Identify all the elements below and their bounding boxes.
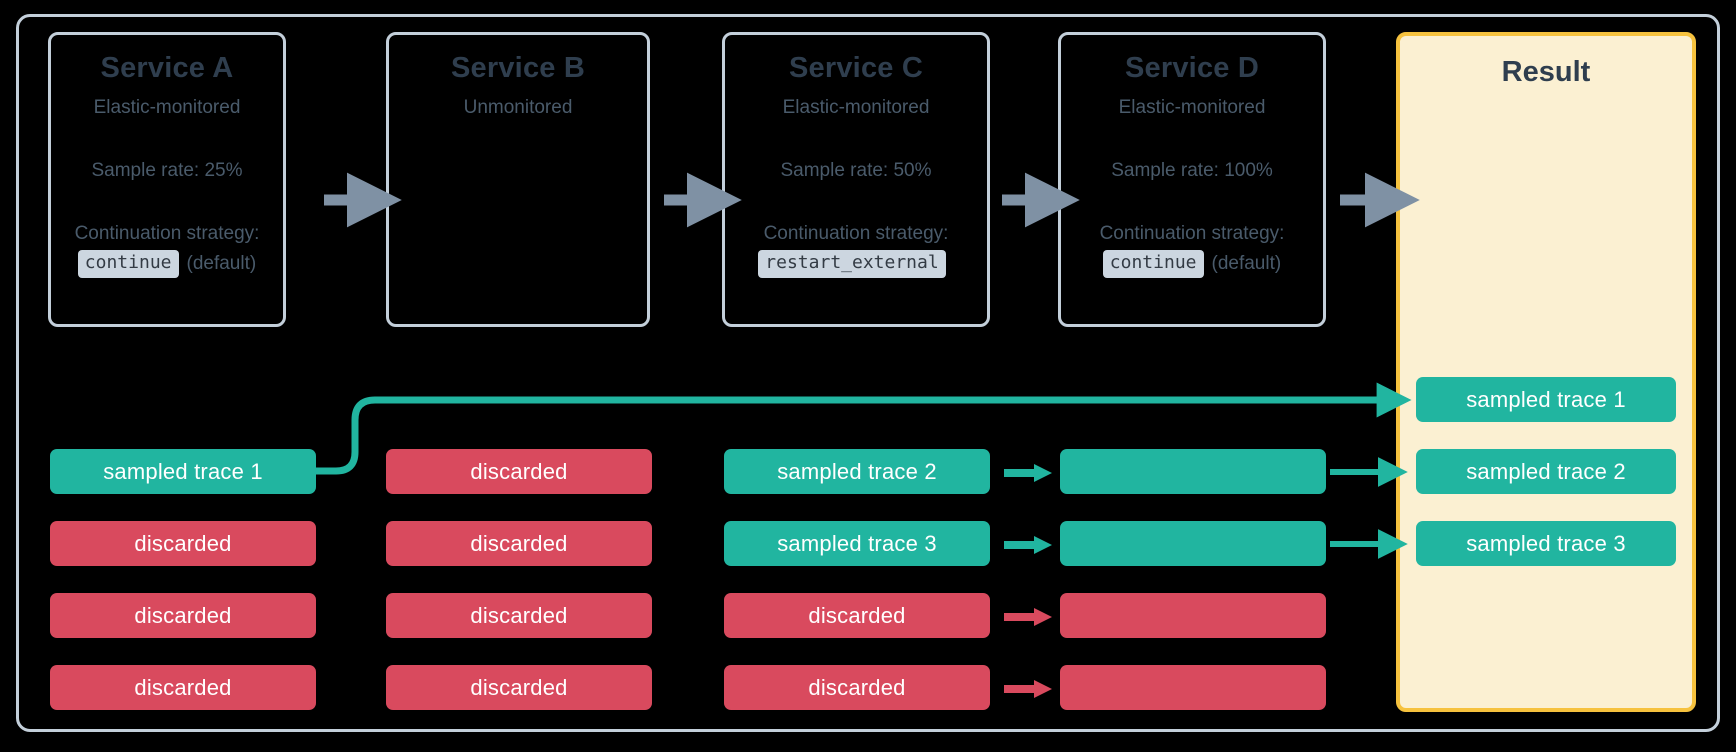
service-card-c: Service C Elastic-monitored Sample rate:…	[722, 32, 990, 327]
arrow-c-to-d-row1	[1004, 464, 1052, 482]
trace-pill-label: discarded	[470, 458, 568, 484]
trace-pill-label: sampled trace 2	[1466, 458, 1626, 484]
service-a-sample-rate: Sample rate: 25%	[91, 159, 243, 181]
trace-pill-label: discarded	[470, 530, 568, 556]
trace-pill-c-4: discarded	[724, 665, 990, 710]
service-d-strategy-chip: continue	[1102, 250, 1204, 278]
arrow-c-to-d-row3	[1004, 608, 1052, 626]
service-a-strategy-row: continue (default)	[51, 250, 283, 278]
trace-pill-label: discarded	[808, 674, 906, 700]
service-a-strategy-chip: continue	[77, 250, 179, 278]
arrow-c-to-d-row2	[1004, 536, 1052, 554]
trace-pill-label: sampled trace 2	[777, 458, 937, 484]
trace-pill-label: sampled trace 1	[1466, 386, 1626, 412]
arrow-c-to-d-row4	[1004, 680, 1052, 698]
diagram-frame	[16, 14, 1720, 732]
service-card-a: Service A Elastic-monitored Sample rate:…	[48, 32, 286, 327]
service-d-strategy-row: continue (default)	[1061, 250, 1323, 278]
trace-pill-b-4: discarded	[386, 665, 652, 710]
trace-pill-label: discarded	[134, 602, 232, 628]
service-a-title: Service A	[100, 52, 234, 84]
result-pill-1: sampled trace 1	[1416, 377, 1676, 422]
trace-pill-label: sampled trace 3	[1466, 530, 1626, 556]
trace-pill-a-4: discarded	[50, 665, 316, 710]
trace-pill-a-3: discarded	[50, 593, 316, 638]
service-a-monitoring: Elastic-monitored	[93, 96, 241, 118]
service-d-title: Service D	[1125, 52, 1259, 84]
result-pill-3: sampled trace 3	[1416, 521, 1676, 566]
trace-pill-a-1: sampled trace 1	[50, 449, 316, 494]
trace-pill-d-2	[1060, 521, 1326, 566]
trace-pill-b-2: discarded	[386, 521, 652, 566]
trace-pill-label: discarded	[134, 530, 232, 556]
service-card-b: Service B Unmonitored	[386, 32, 650, 327]
trace-pill-b-1: discarded	[386, 449, 652, 494]
trace-pill-d-4	[1060, 665, 1326, 710]
trace-pill-c-3: discarded	[724, 593, 990, 638]
trace-pill-c-1: sampled trace 2	[724, 449, 990, 494]
trace-pill-c-2: sampled trace 3	[724, 521, 990, 566]
trace-pill-label: sampled trace 1	[103, 458, 263, 484]
trace-pill-label: sampled trace 3	[777, 530, 937, 556]
trace-pill-d-1	[1060, 449, 1326, 494]
result-panel: Result	[1396, 32, 1696, 712]
trace-pill-label: discarded	[470, 674, 568, 700]
service-d-continuation-label: Continuation strategy:	[1099, 222, 1285, 244]
trace-pill-label: discarded	[808, 602, 906, 628]
service-b-monitoring: Unmonitored	[463, 96, 573, 118]
service-c-monitoring: Elastic-monitored	[782, 96, 930, 118]
trace-pill-b-3: discarded	[386, 593, 652, 638]
service-a-strategy-note: (default)	[186, 252, 257, 274]
trace-pill-label: discarded	[470, 602, 568, 628]
service-a-continuation-label: Continuation strategy:	[74, 222, 260, 244]
result-pill-2: sampled trace 2	[1416, 449, 1676, 494]
service-c-continuation-label: Continuation strategy:	[763, 222, 949, 244]
service-c-strategy-row: restart_external	[725, 250, 987, 278]
service-d-strategy-note: (default)	[1211, 252, 1282, 274]
service-b-title: Service B	[451, 52, 585, 84]
service-c-title: Service C	[789, 52, 923, 84]
result-title: Result	[1501, 56, 1591, 88]
trace-pill-a-2: discarded	[50, 521, 316, 566]
trace-pill-label: discarded	[134, 674, 232, 700]
service-d-monitoring: Elastic-monitored	[1118, 96, 1266, 118]
service-card-d: Service D Elastic-monitored Sample rate:…	[1058, 32, 1326, 327]
service-c-strategy-chip: restart_external	[758, 250, 946, 278]
service-d-sample-rate: Sample rate: 100%	[1111, 159, 1273, 181]
trace-pill-d-3	[1060, 593, 1326, 638]
service-c-sample-rate: Sample rate: 50%	[780, 159, 932, 181]
